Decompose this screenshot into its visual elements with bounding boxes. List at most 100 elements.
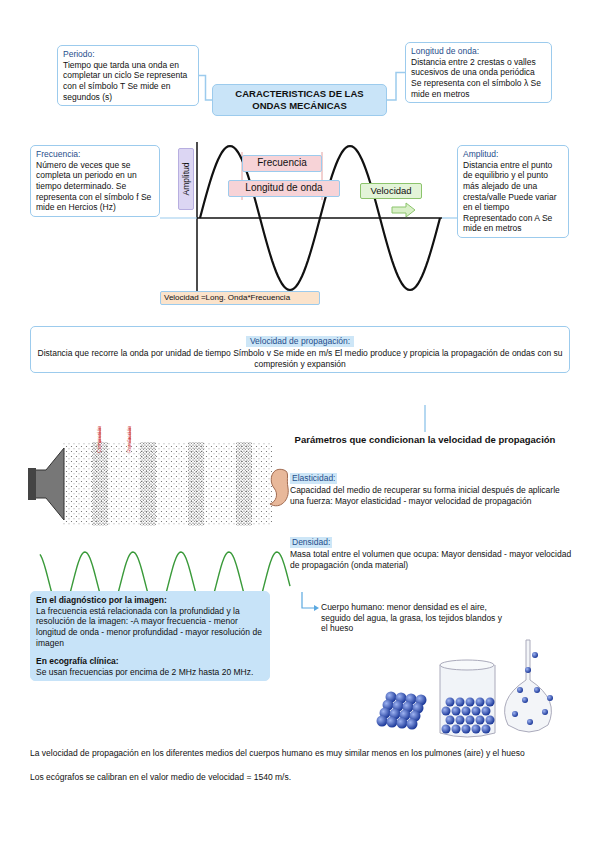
liquid-particles <box>442 698 495 734</box>
particle <box>387 717 398 728</box>
particle <box>476 716 485 725</box>
particle <box>407 719 418 730</box>
definition-box: Velocidad de propagación:Distancia que r… <box>30 326 570 373</box>
particle <box>517 687 523 693</box>
body-text: Capacidad del medio de recuperar su form… <box>290 485 575 506</box>
box-heading: En ecografía clínica: <box>36 656 264 667</box>
particle <box>482 707 491 716</box>
leader-line <box>160 217 197 218</box>
particle <box>472 707 481 716</box>
box-text: Longitud de onda <box>232 182 336 195</box>
particle <box>466 698 475 707</box>
particle <box>542 709 548 715</box>
particle <box>512 711 518 717</box>
definition-box: Frecuencia:Número de veces que se comple… <box>30 145 160 217</box>
box-text: Velocidad <box>364 185 418 197</box>
info-box: En el diagnóstico por la imagen:La frecu… <box>30 591 270 681</box>
box-text: Tiempo que tarda una onda en completar u… <box>63 60 193 103</box>
particle <box>452 725 461 734</box>
compression-band <box>140 442 156 526</box>
box-text: La frecuencia está relacionada con la pr… <box>36 606 264 649</box>
wave-label: Longitud de onda <box>228 180 340 197</box>
box-heading: Frecuencia: <box>36 149 154 160</box>
particle <box>527 719 533 725</box>
box-text: Distancia que recorre la onda por unidad… <box>36 348 564 369</box>
box-heading: Periodo: <box>63 49 193 60</box>
definition-box: Longitud de onda:Distancia entre 2 crest… <box>405 42 552 103</box>
particle <box>442 725 451 734</box>
compression-band <box>188 442 204 526</box>
wave-label: Velocidad <box>360 183 422 199</box>
particle <box>486 698 495 707</box>
particle <box>442 707 451 716</box>
subheading: Elasticidad: <box>290 473 337 484</box>
particle <box>397 718 408 729</box>
box-text: Velocidad =Long. Onda*Frecuencia <box>164 293 316 303</box>
particle <box>482 725 491 734</box>
arrowhead <box>314 605 319 611</box>
sine-wave <box>200 146 440 290</box>
arrow <box>302 592 314 608</box>
compression-band <box>92 442 108 526</box>
section-heading: Parámetros que condicionan la velocidad … <box>290 434 560 446</box>
particle <box>446 698 455 707</box>
annotation: Rarefacción <box>126 426 132 453</box>
flask <box>505 640 552 732</box>
definition-box: Periodo:Tiempo que tarda una onda en com… <box>57 45 199 106</box>
velocity-arrow <box>392 203 415 217</box>
particle <box>377 716 388 727</box>
axis-label: Amplitud <box>178 148 194 210</box>
box-text: CARACTERISTICAS DE LAS ONDAS MECÁNICAS <box>218 88 381 112</box>
box-heading: Longitud de onda: <box>411 46 546 57</box>
particle <box>472 725 481 734</box>
particle <box>522 697 528 703</box>
definition-box: Amplitud:Distancia entre el punto de equ… <box>457 145 569 238</box>
title-box: CARACTERISTICAS DE LAS ONDAS MECÁNICAS <box>212 84 387 116</box>
box-text: Frecuencia <box>246 157 318 170</box>
medium-particles <box>62 442 272 526</box>
ear <box>270 469 288 505</box>
formula-box: Velocidad =Long. Onda*Frecuencia <box>160 291 320 305</box>
box-heading: En el diagnóstico por la imagen: <box>36 595 264 606</box>
particle <box>547 695 553 701</box>
axis <box>196 142 198 292</box>
box-heading: Amplitud: <box>463 149 563 160</box>
box-heading: Velocidad de propagación: <box>246 336 354 347</box>
leader-line <box>442 217 457 218</box>
particle <box>466 716 475 725</box>
particle <box>525 667 531 673</box>
particle <box>532 652 538 658</box>
wave-label: Frecuencia <box>242 155 322 172</box>
speaker <box>28 468 36 500</box>
particle <box>462 725 471 734</box>
box-text: Se usan frecuencias por encima de 2 MHz … <box>36 667 264 678</box>
beaker <box>440 665 495 737</box>
leader-line <box>424 405 426 432</box>
note-text: La velocidad de propagación en los difer… <box>30 748 575 759</box>
box-text: Amplitud <box>181 162 192 195</box>
connector <box>387 73 405 100</box>
particle <box>456 698 465 707</box>
particle <box>486 716 495 725</box>
particle <box>476 698 485 707</box>
box-text: Distancia entre el punto de equilibrio y… <box>463 160 563 234</box>
note-text: Los ecógrafos se calibran en el valor me… <box>30 772 575 783</box>
annotation: Compresión <box>96 426 102 453</box>
connector <box>199 76 212 100</box>
box-text: Distancia entre 2 crestas o valles suces… <box>411 57 546 100</box>
speaker <box>32 448 64 520</box>
particle <box>446 716 455 725</box>
gas-particles <box>512 652 553 725</box>
body-text: Cuerpo humano: menor densidad es el aire… <box>321 602 506 634</box>
solid-particles <box>377 692 427 730</box>
particle <box>462 707 471 716</box>
box-text: Número de veces que se completa un perio… <box>36 160 154 213</box>
body-text: Masa total entre el volumen que ocupa: M… <box>290 549 575 570</box>
subheading: Densidad: <box>290 537 332 548</box>
particle <box>456 716 465 725</box>
compression-band <box>236 442 252 526</box>
beaker <box>440 660 494 670</box>
particle <box>534 687 540 693</box>
